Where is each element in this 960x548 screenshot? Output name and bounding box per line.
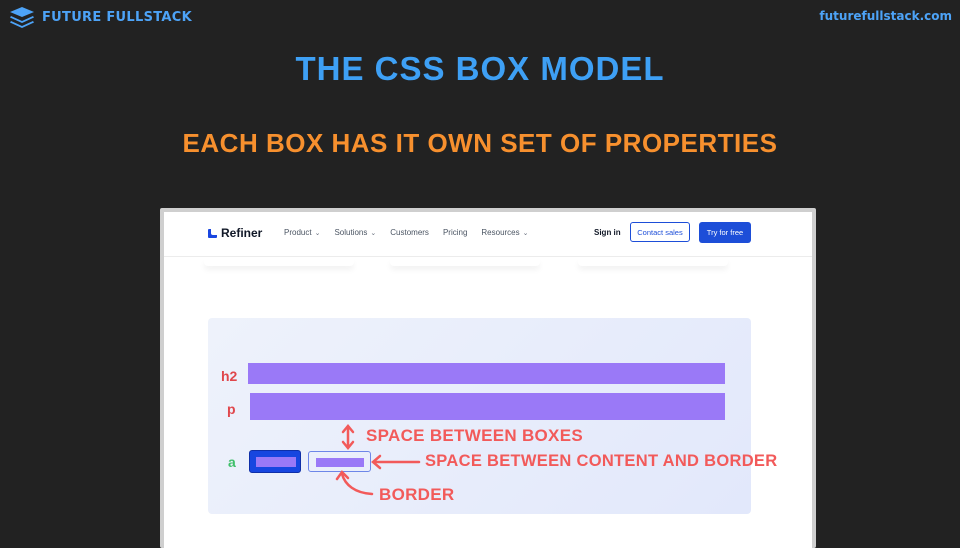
margin-annotation: SPACE BETWEEN BOXES: [366, 426, 583, 445]
nav-product[interactable]: Product⌄: [284, 228, 320, 237]
link-content-box: [316, 458, 364, 467]
nav-pricing-label: Pricing: [442, 228, 468, 237]
link-button-solid: [249, 450, 301, 473]
website-navbar: Refiner Product⌄ Solutions⌄ Customers Pr…: [164, 212, 812, 257]
link-button-outline: [308, 451, 371, 472]
nav-links: Product⌄ Solutions⌄ Customers Pricing Re…: [284, 228, 529, 237]
chevron-down-icon: ⌄: [370, 229, 377, 237]
slide-subtitle: EACH BOX HAS IT OWN SET OF PROPERTIES: [182, 128, 778, 158]
contact-sales-button[interactable]: Contact sales: [630, 222, 690, 242]
nav-customers[interactable]: Customers: [390, 228, 429, 237]
refiner-logo[interactable]: Refiner: [208, 226, 262, 240]
slide-title: THE CSS BOX MODEL: [295, 50, 665, 87]
a-tag-label: a: [228, 454, 236, 470]
refiner-logo-text: Refiner: [221, 226, 263, 240]
nav-solutions[interactable]: Solutions⌄: [334, 228, 376, 237]
try-for-free-button[interactable]: Try for free: [699, 222, 751, 243]
chevron-down-icon: ⌄: [314, 229, 321, 237]
nav-product-label: Product: [284, 228, 312, 237]
nav-resources-label: Resources: [481, 228, 520, 237]
stack-layers-icon: [10, 7, 34, 28]
link-content-box: [256, 457, 296, 467]
site-url[interactable]: futurefullstack.com: [819, 9, 952, 23]
chevron-down-icon: ⌄: [522, 229, 529, 237]
nav-resources[interactable]: Resources⌄: [481, 228, 528, 237]
nav-customers-label: Customers: [390, 228, 429, 237]
brand-name: FUTURE FULLSTACK: [42, 9, 192, 25]
curved-arrow-icon: [335, 470, 374, 496]
h2-box: [248, 363, 725, 384]
h2-tag-label: h2: [221, 368, 238, 384]
double-arrow-icon: [341, 424, 355, 450]
border-annotation: BORDER: [379, 485, 455, 504]
refiner-logo-icon: [208, 228, 217, 238]
padding-annotation: SPACE BETWEEN CONTENT AND BORDER: [425, 452, 778, 470]
sign-in-link[interactable]: Sign in: [594, 228, 621, 237]
p-box: [250, 393, 725, 420]
nav-solutions-label: Solutions: [334, 228, 368, 237]
p-tag-label: p: [227, 401, 236, 417]
brand: FUTURE FULLSTACK: [8, 4, 192, 30]
nav-pricing[interactable]: Pricing: [443, 228, 467, 237]
arrow-left-icon: [371, 454, 421, 470]
